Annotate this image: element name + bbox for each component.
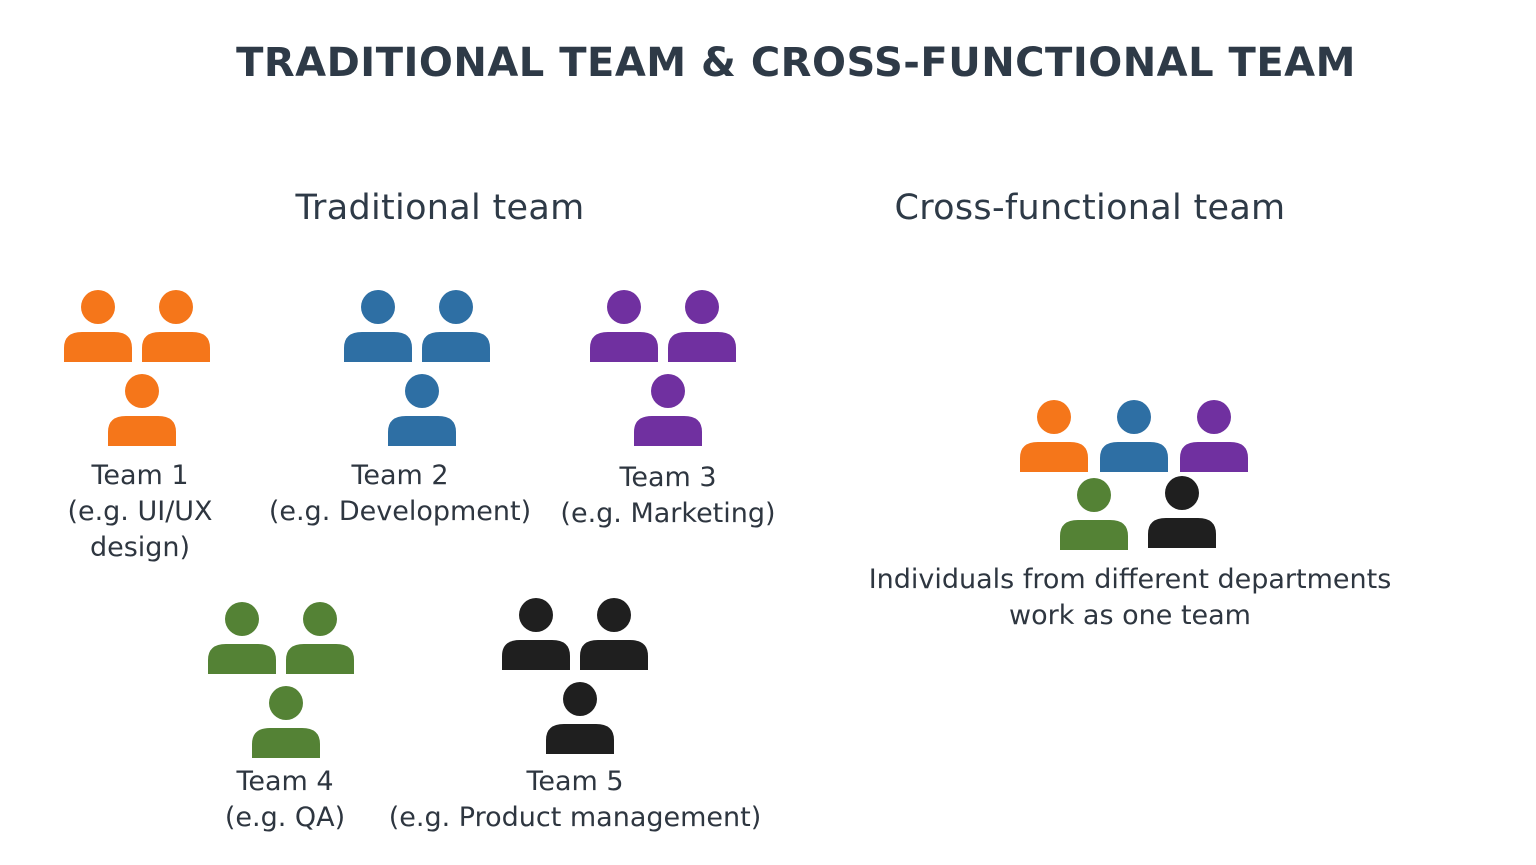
cross-functional-people-icon	[1020, 400, 1248, 550]
person-icon	[1020, 400, 1088, 472]
team-4-label: Team 4 (e.g. QA)	[200, 764, 370, 836]
person-icon	[286, 602, 354, 674]
cross-functional-caption: Individuals from different departments w…	[830, 562, 1430, 634]
person-icon	[668, 290, 736, 362]
team-1-example: (e.g. UI/UX	[67, 496, 213, 527]
team-2-label: Team 2 (e.g. Development)	[260, 458, 540, 530]
person-icon	[142, 290, 210, 362]
person-icon	[208, 602, 276, 674]
team-4-name: Team 4	[236, 766, 334, 797]
person-icon	[1100, 400, 1168, 472]
person-icon	[344, 290, 412, 362]
person-icon	[108, 374, 176, 446]
team-1-example-cont: design)	[89, 532, 191, 563]
team-3-name: Team 3	[619, 462, 717, 493]
team-2-name: Team 2	[351, 460, 449, 491]
team-1-label: Team 1 (e.g. UI/UX design)	[40, 458, 240, 566]
cross-functional-team-heading: Cross-functional team	[894, 188, 1286, 228]
team-2-example: (e.g. Development)	[268, 496, 532, 527]
team-1-people-icon	[64, 290, 210, 446]
person-icon	[580, 598, 648, 670]
person-icon	[252, 686, 320, 758]
team-5-people-icon	[502, 598, 648, 754]
cross-functional-caption-line-2: work as one team	[1009, 600, 1251, 631]
person-icon	[590, 290, 658, 362]
person-icon	[388, 374, 456, 446]
person-icon	[502, 598, 570, 670]
team-5-name: Team 5	[526, 766, 624, 797]
team-4-example: (e.g. QA)	[224, 802, 346, 833]
team-4-people-icon	[208, 602, 354, 758]
team-3-example: (e.g. Marketing)	[560, 498, 776, 529]
team-5-label: Team 5 (e.g. Product management)	[375, 764, 775, 836]
team-3-label: Team 3 (e.g. Marketing)	[548, 460, 788, 532]
team-1-name: Team 1	[91, 460, 189, 491]
person-icon	[64, 290, 132, 362]
person-icon	[422, 290, 490, 362]
person-icon	[1060, 478, 1128, 550]
team-3-people-icon	[590, 290, 736, 446]
person-icon	[1148, 476, 1216, 548]
cross-functional-caption-line-1: Individuals from different departments	[868, 564, 1392, 595]
team-5-example: (e.g. Product management)	[388, 802, 762, 833]
person-icon	[546, 682, 614, 754]
person-icon	[1180, 400, 1248, 472]
team-2-people-icon	[344, 290, 490, 446]
person-icon	[634, 374, 702, 446]
traditional-team-heading: Traditional team	[295, 188, 585, 228]
page-title: TRADITIONAL TEAM & CROSS-FUNCTIONAL TEAM	[236, 40, 1356, 86]
